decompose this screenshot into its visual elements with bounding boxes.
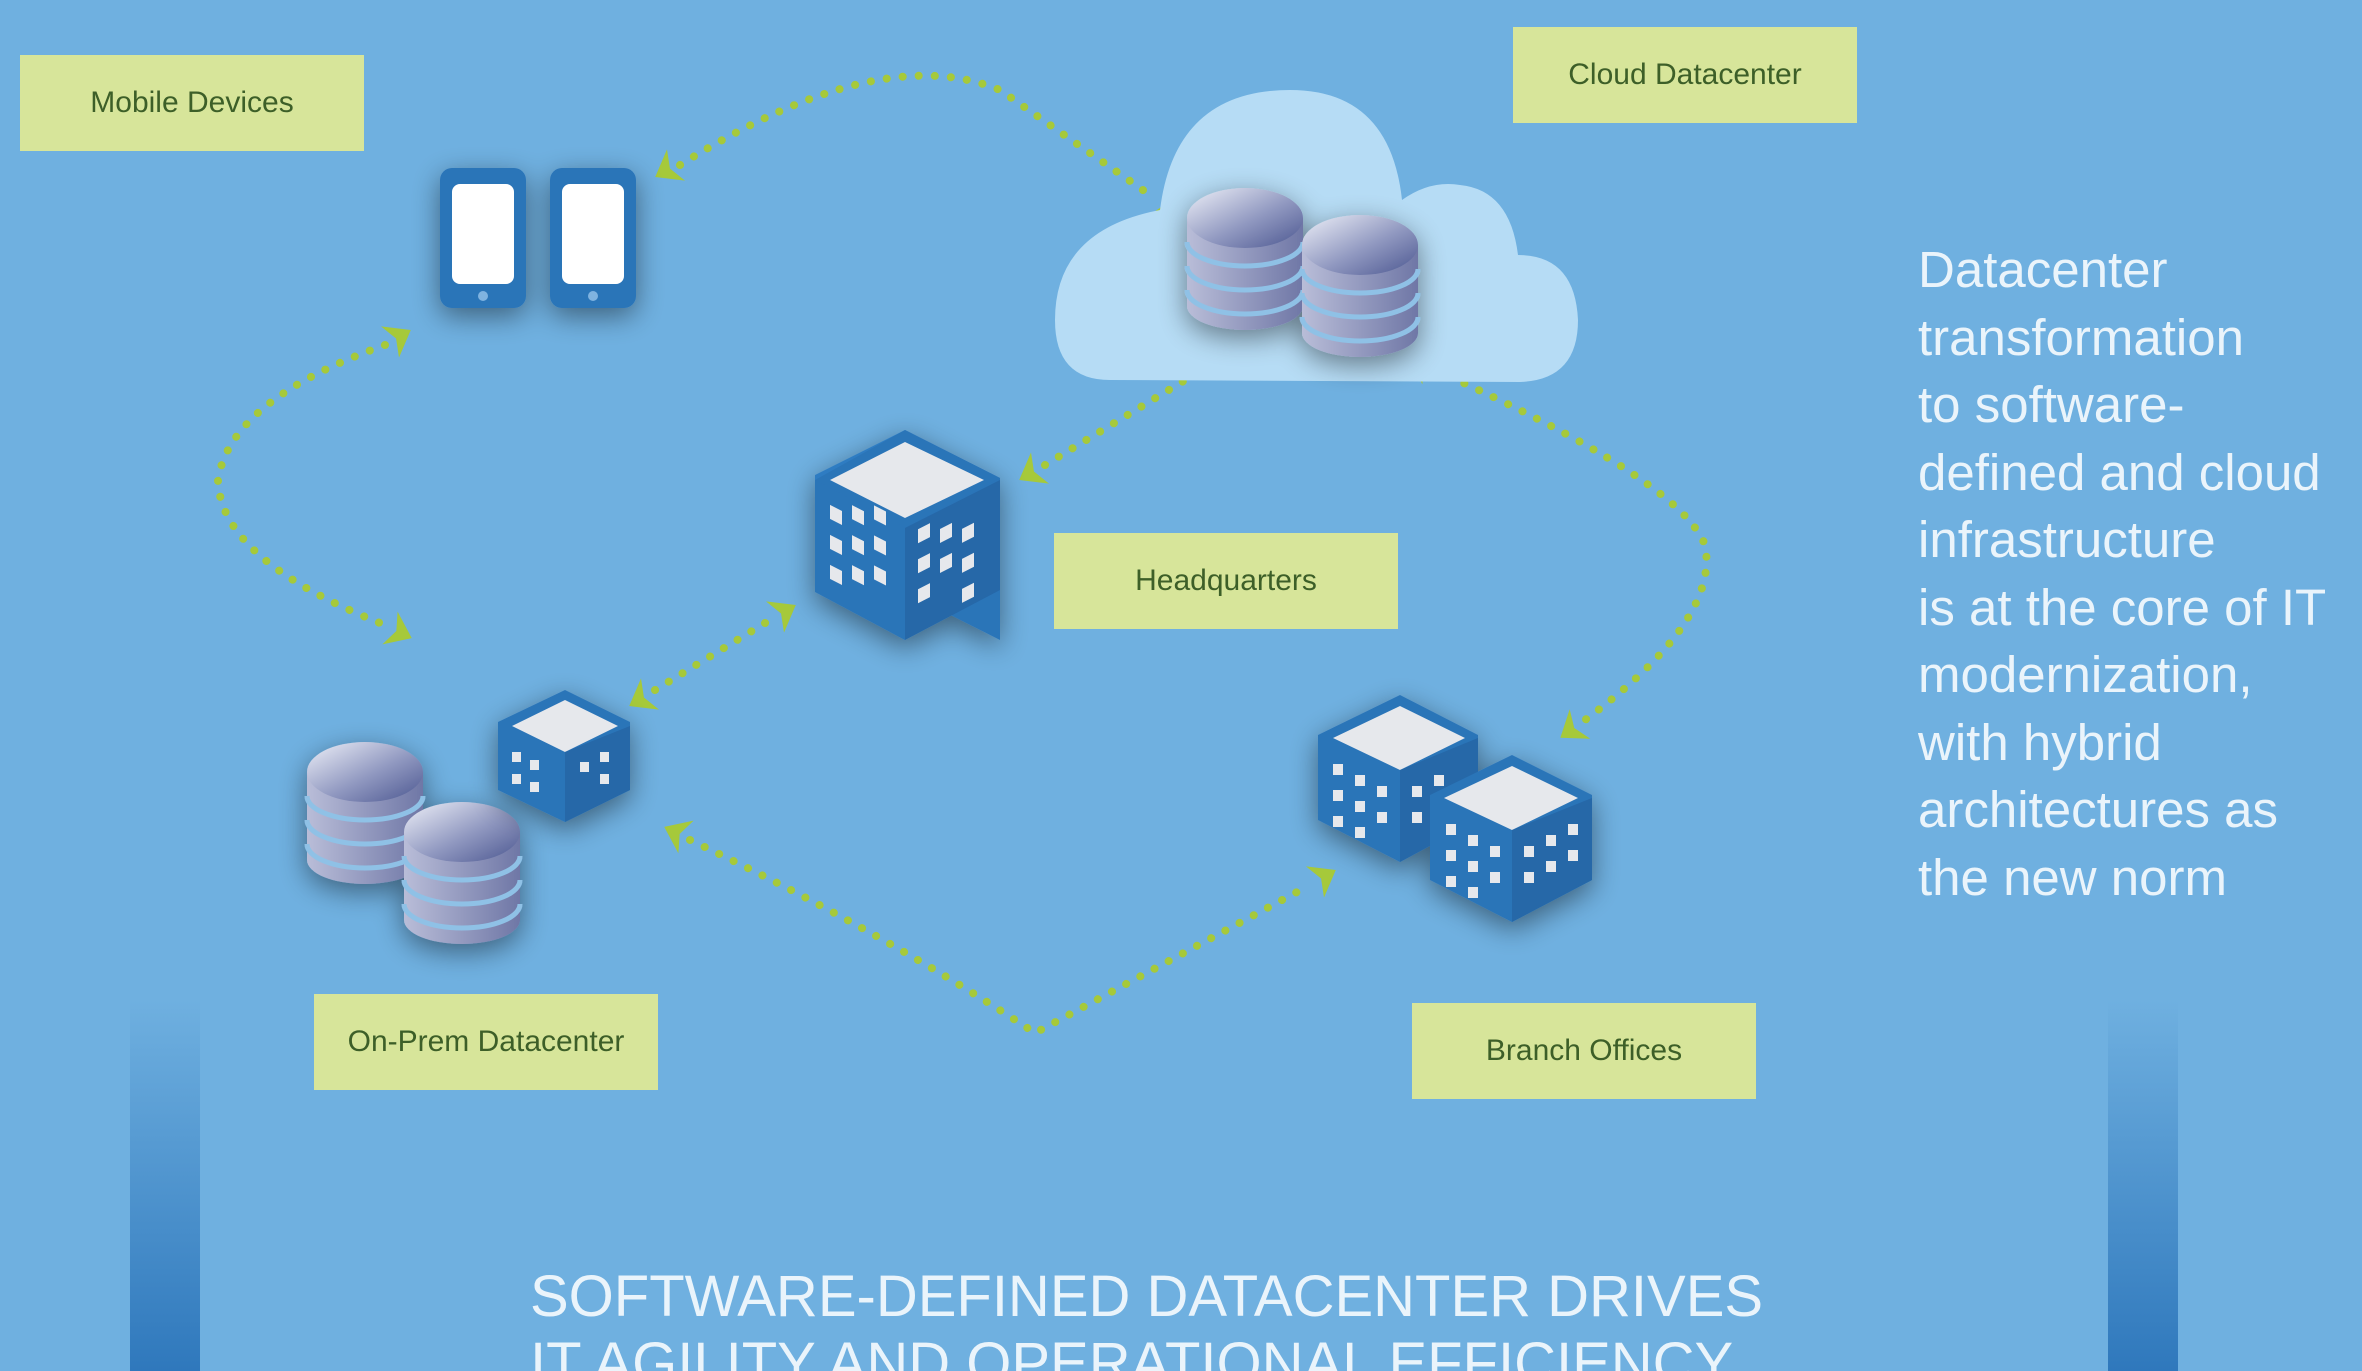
side-description: Datacenter transformation to software- d…	[1918, 236, 2358, 911]
side-description-line: architectures as	[1918, 781, 2278, 838]
side-description-line: the new norm	[1918, 848, 2227, 906]
database-icon	[1187, 188, 1303, 330]
connector-hq-onprem	[651, 616, 774, 694]
tablet-icon	[440, 168, 526, 308]
database-icon	[404, 802, 520, 944]
headquarters-building-icon	[815, 430, 1000, 640]
side-description-line: defined and cloud	[1918, 443, 2321, 501]
database-icon	[1302, 215, 1418, 357]
right-gradient-bar	[2108, 1000, 2178, 1371]
connector-mobile-onprem	[213, 341, 389, 629]
side-description-line: to software-	[1918, 376, 2185, 433]
side-description-line: with hybrid	[1918, 713, 2162, 771]
headline: SOFTWARE-DEFINED DATACENTER DRIVES IT AG…	[530, 1263, 1830, 1371]
side-description-line: transformation	[1918, 308, 2244, 366]
side-description-line: is at the core of IT	[1918, 578, 2327, 636]
onprem-building-icon	[498, 690, 630, 822]
building-icon	[1430, 755, 1592, 922]
side-description-line: infrastructure	[1918, 511, 2216, 568]
left-gradient-bar	[130, 1000, 200, 1371]
connector-paths	[213, 71, 1711, 1038]
label-onprem-datacenter: On-Prem Datacenter	[314, 994, 658, 1090]
label-headquarters: Headquarters	[1054, 533, 1398, 629]
label-mobile-devices: Mobile Devices	[20, 55, 364, 151]
tablet-icon	[550, 168, 636, 308]
branch-buildings-group	[1318, 695, 1592, 922]
side-description-line: modernization,	[1918, 646, 2253, 703]
label-branch-offices: Branch Offices	[1412, 1003, 1756, 1099]
connector-hq-cloud	[1041, 361, 1214, 469]
mobile-devices-group	[440, 168, 636, 308]
headline-line: IT AGILITY AND OPERATIONAL EFFICIENCY	[530, 1331, 1734, 1371]
side-description-line: Datacenter	[1918, 241, 2168, 298]
label-cloud-datacenter: Cloud Datacenter	[1513, 27, 1857, 123]
connector-cloud-branch	[1431, 366, 1711, 724]
onprem-databases-group	[307, 742, 520, 944]
connector-onprem-branch	[686, 836, 1314, 1038]
connector-mobile-cloud	[676, 71, 1154, 199]
headline-line: SOFTWARE-DEFINED DATACENTER DRIVES	[530, 1264, 1764, 1329]
